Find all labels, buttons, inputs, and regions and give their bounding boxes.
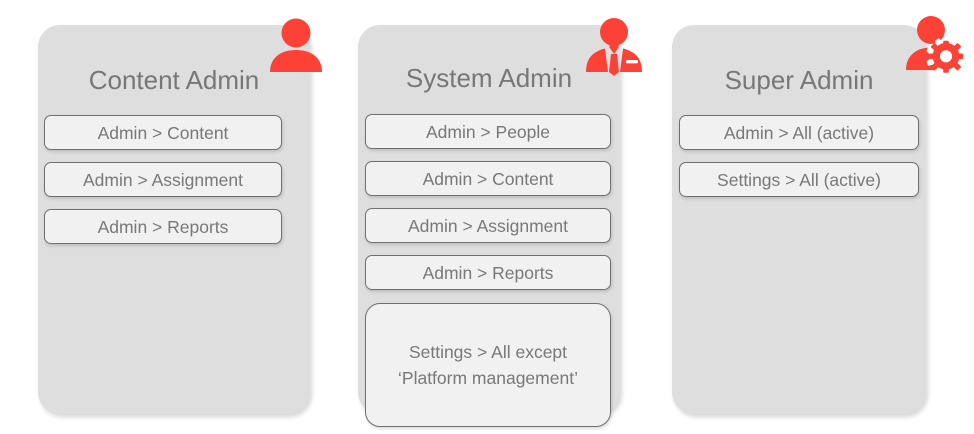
permission-chip[interactable]: Admin > People xyxy=(365,114,611,149)
role-card-title: Content Admin xyxy=(88,65,260,95)
role-card-system-admin[interactable]: System Admin Admin > People Admin > Cont… xyxy=(358,25,620,427)
permission-chip[interactable]: Admin > All (active) xyxy=(679,115,919,150)
role-card-content-admin[interactable]: Content Admin Admin > Content Admin > As… xyxy=(38,25,310,414)
permission-chip[interactable]: Admin > Content xyxy=(365,161,611,196)
person-icon xyxy=(260,10,332,82)
permission-chip[interactable]: Admin > Content xyxy=(44,115,282,150)
role-card-super-admin[interactable]: Super Admin Admin > All (active) Setting… xyxy=(672,25,926,414)
permission-chip[interactable]: Settings > All (active) xyxy=(679,162,919,197)
permission-chip[interactable]: Admin > Assignment xyxy=(365,208,611,243)
role-card-title: Super Admin xyxy=(724,65,874,95)
role-card-title: System Admin xyxy=(405,63,573,93)
permission-chip[interactable]: Admin > Reports xyxy=(44,209,282,244)
person-tie-icon xyxy=(578,10,650,82)
permission-chip[interactable]: Settings > All except ‘Platform manageme… xyxy=(365,303,611,427)
person-gear-icon xyxy=(898,8,970,80)
permission-chip[interactable]: Admin > Reports xyxy=(365,255,611,290)
permission-chip[interactable]: Admin > Assignment xyxy=(44,162,282,197)
